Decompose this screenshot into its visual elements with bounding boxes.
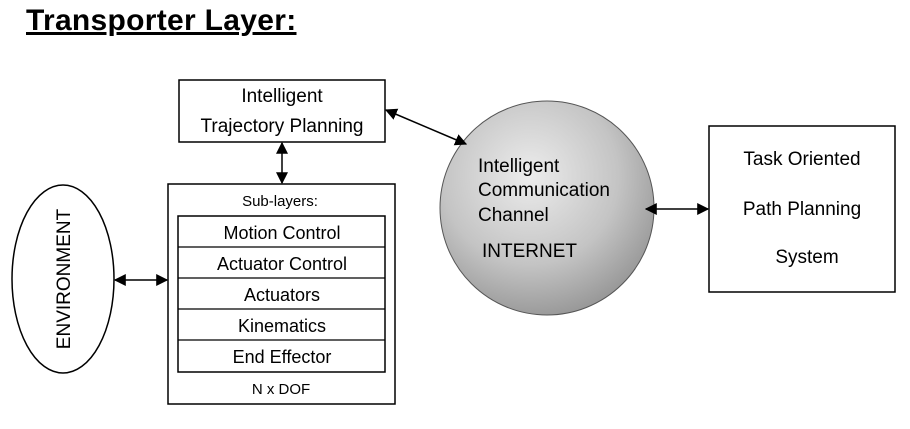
trajectory-planning-box: Intelligent Trajectory Planning (178, 79, 386, 143)
sublayers-stack (177, 215, 386, 373)
sublayer-item: Actuators (244, 285, 320, 305)
sublayer-item: End Effector (233, 347, 332, 367)
task-label-line1: Task Oriented (743, 149, 860, 170)
communication-channel-sphere: Intelligent Communication Channel INTERN… (439, 100, 655, 316)
sublayer-item: Kinematics (238, 316, 326, 336)
page-title: Transporter Layer: (26, 4, 297, 37)
channel-label-line1: Intelligent (478, 156, 560, 177)
task-label-line3: System (775, 247, 838, 268)
trajectory-label-line2: Trajectory Planning (201, 116, 364, 137)
task-label-line2: Path Planning (743, 199, 861, 220)
arrow-trajectory-channel (384, 108, 468, 146)
environment-label: ENVIRONMENT (54, 208, 75, 349)
channel-label-internet: INTERNET (482, 241, 577, 262)
sublayer-item: Motion Control (223, 223, 340, 243)
sublayers-footer: N x DOF (252, 381, 310, 398)
channel-label-line3: Channel (478, 205, 549, 226)
task-path-planning-box: Task Oriented Path Planning System (708, 125, 896, 293)
environment-node: ENVIRONMENT (11, 184, 115, 374)
sublayers-box: Sub-layers: Motion Control Actuator Cont… (167, 183, 396, 405)
trajectory-label-line1: Intelligent (241, 86, 323, 107)
channel-label-line2: Communication (478, 180, 610, 201)
sublayer-item: Actuator Control (217, 254, 347, 274)
sublayers-header: Sub-layers: (242, 193, 318, 210)
